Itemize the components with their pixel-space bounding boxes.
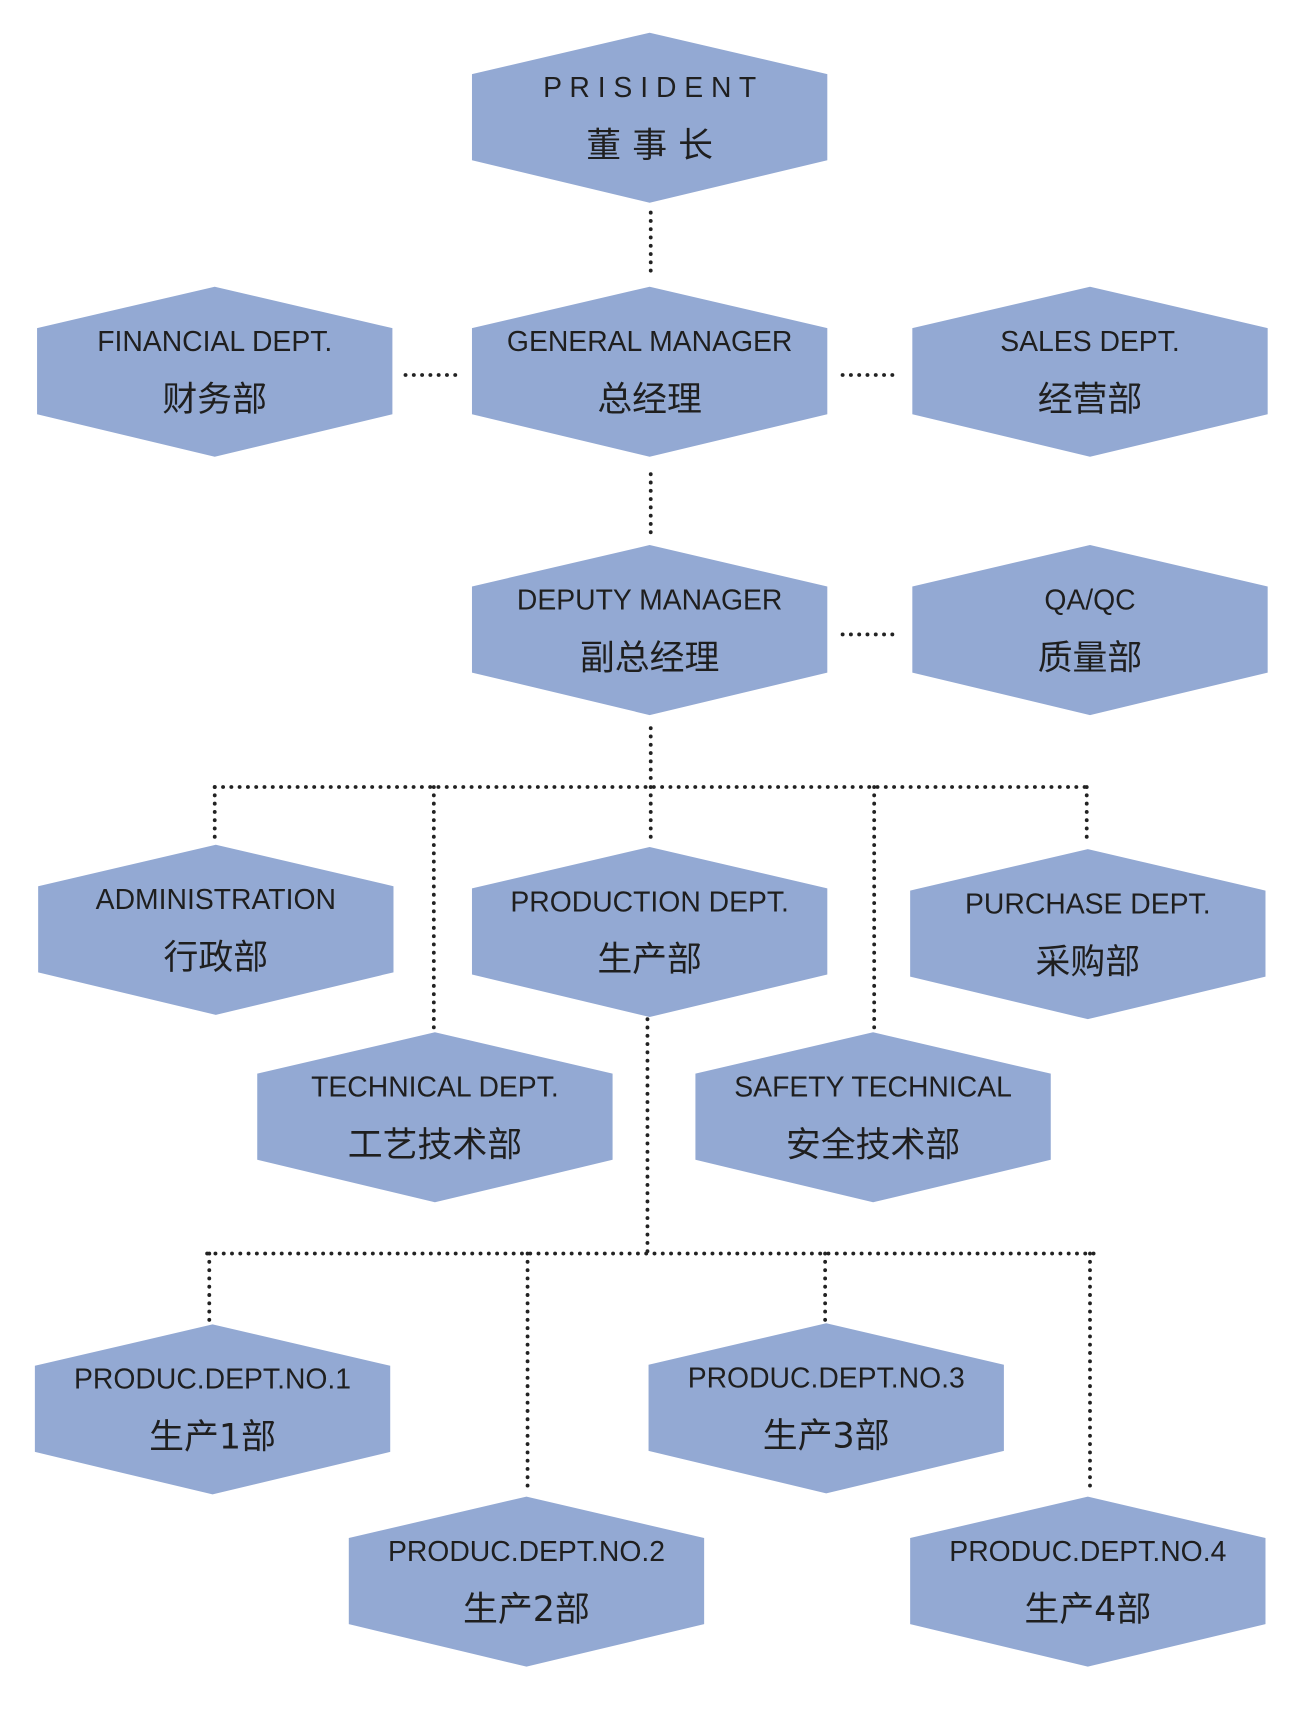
hexagon-shape [912,545,1268,716]
hexagon-shape [348,1496,705,1667]
node-label-en: ADMINISTRATION [96,884,336,916]
node-label-en: PURCHASE DEPT. [965,888,1211,920]
hexagon-shape [912,286,1268,457]
node-label-cn: 生产部 [597,940,702,980]
node-label-cn: 安全技术部 [786,1126,960,1166]
node-label-en: SALES DEPT. [1000,326,1179,358]
node-label-en: P R I S I D E N T [543,72,756,104]
node-label-cn: 质量部 [1038,638,1143,678]
node-technical: TECHNICAL DEPT. 工艺技术部 [257,1032,613,1203]
node-label-en: PRODUCTION DEPT. [510,886,789,918]
node-produc-no4: PRODUC.DEPT.NO.4 生产4部 [910,1496,1266,1667]
node-label-cn: 经营部 [1038,380,1143,420]
hexagon-shape [37,286,393,457]
node-safety-technical: SAFETY TECHNICAL 安全技术部 [695,1032,1051,1203]
node-produc-no2: PRODUC.DEPT.NO.2 生产2部 [348,1496,705,1667]
hexagon-shape [38,844,394,1015]
node-produc-no1: PRODUC.DEPT.NO.1 生产1部 [34,1324,391,1495]
connectors [205,210,1098,1496]
node-label-en: QA/QC [1044,584,1135,616]
node-general-manager: GENERAL MANAGER 总经理 [471,286,828,457]
node-label-cn: 工艺技术部 [348,1126,522,1166]
node-label-cn: 生产4部 [1024,1590,1151,1630]
hexagon-shape [471,286,828,457]
node-label-cn: 副总经理 [580,638,720,678]
node-label-en: PRODUC.DEPT.NO.1 [74,1364,351,1396]
node-label-en: FINANCIAL DEPT. [97,326,332,358]
hexagon-shape [257,1032,613,1203]
node-president: P R I S I D E N T 董 事 长 [471,32,828,203]
node-sales: SALES DEPT. 经营部 [912,286,1268,457]
node-label-en: PRODUC.DEPT.NO.2 [388,1536,665,1568]
node-label-en: GENERAL MANAGER [507,326,792,358]
hexagon-shape [910,849,1266,1020]
nodes: P R I S I D E N T 董 事 长 FINANCIAL DEPT. 财务部… [34,32,1268,1667]
node-label-en: TECHNICAL DEPT. [311,1072,559,1104]
node-label-en: PRODUC.DEPT.NO.4 [949,1536,1226,1568]
node-label-cn: 生产2部 [463,1590,590,1630]
node-label-cn: 生产1部 [149,1418,276,1458]
node-qa-qc: QA/QC 质量部 [912,545,1268,716]
hexagon-shape [471,32,828,203]
node-label-en: PRODUC.DEPT.NO.3 [688,1363,965,1395]
node-purchase: PURCHASE DEPT. 采购部 [910,849,1266,1020]
node-production: PRODUCTION DEPT. 生产部 [471,846,828,1018]
hexagon-shape [695,1032,1051,1203]
node-label-cn: 财务部 [162,380,267,420]
node-financial: FINANCIAL DEPT. 财务部 [37,286,393,457]
hexagon-shape [648,1323,1004,1494]
node-deputy-manager: DEPUTY MANAGER 副总经理 [471,545,828,716]
hexagon-shape [471,846,828,1018]
node-label-cn: 行政部 [164,938,269,978]
node-label-cn: 采购部 [1036,942,1141,982]
hexagon-shape [910,1496,1266,1667]
node-administration: ADMINISTRATION 行政部 [38,844,394,1015]
node-label-cn: 董 事 长 [586,126,713,166]
node-label-cn: 生产3部 [763,1417,890,1457]
node-produc-no3: PRODUC.DEPT.NO.3 生产3部 [648,1323,1004,1494]
hexagon-shape [34,1324,391,1495]
node-label-cn: 总经理 [597,380,702,420]
node-label-en: DEPUTY MANAGER [517,584,783,616]
node-label-en: SAFETY TECHNICAL [734,1072,1012,1104]
hexagon-shape [471,545,828,716]
